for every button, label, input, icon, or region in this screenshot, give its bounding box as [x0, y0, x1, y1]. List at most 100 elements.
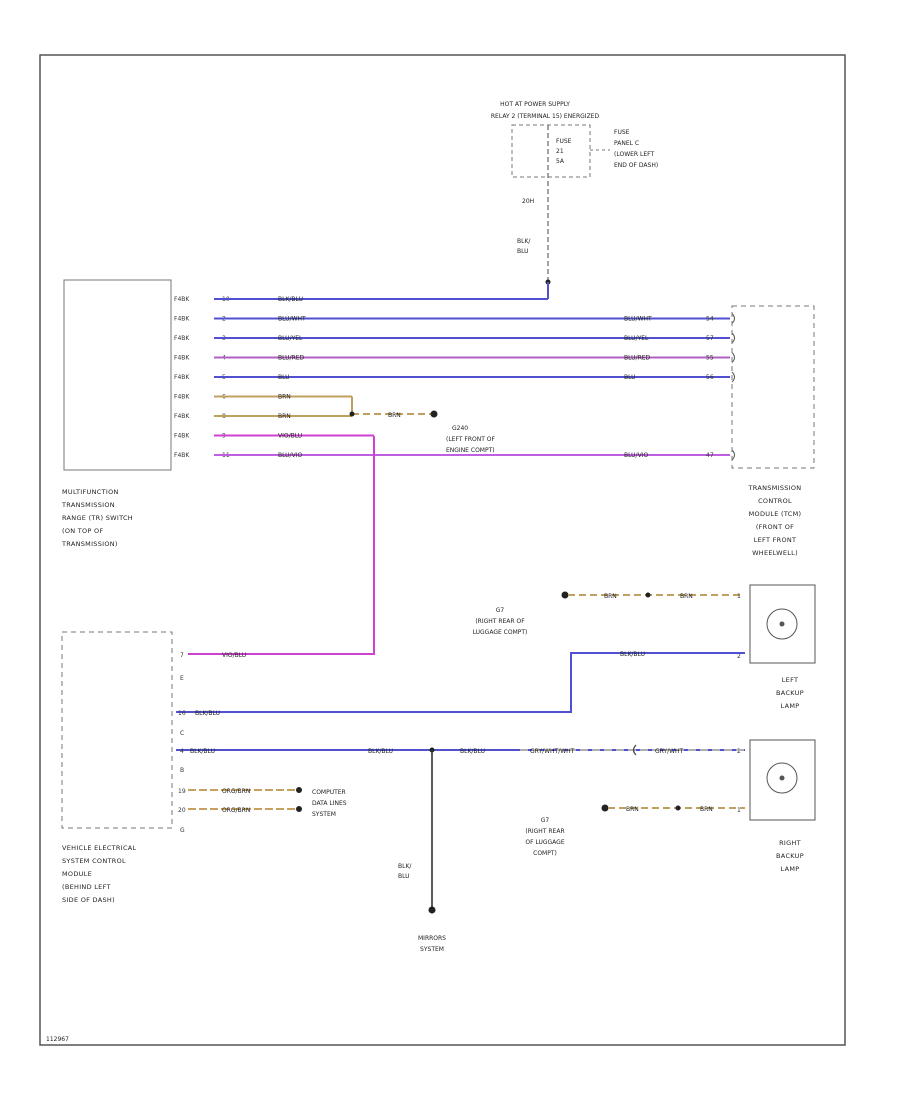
inline-connector-icon: [632, 744, 637, 756]
data-line-2-label: ORG/BRN: [222, 807, 250, 814]
right-backup-pin-top: 2: [737, 748, 741, 755]
mfs-connector-label: F4BK: [174, 394, 190, 401]
right-backup-name-line3: LAMP: [781, 865, 800, 873]
left-backup-feed-wire: [176, 652, 745, 713]
tcm-wire-label: BLU/RED: [624, 355, 651, 362]
mirrors-wire-line2: BLU: [398, 873, 410, 880]
data-line-1-arrow-icon: [296, 787, 302, 793]
mfs-name-line1: MULTIFUNCTION: [62, 488, 119, 496]
fuse-panel-line1: FUSE: [614, 129, 630, 136]
diagram-frame: [39, 54, 846, 1046]
mfs-wire-label: BRN: [278, 394, 291, 401]
fuse-label-line3: 5A: [556, 158, 565, 165]
tcm-pin-label: 55: [706, 355, 714, 362]
fuse-panel-box: [511, 124, 591, 178]
mfs-wire-group: F4BK10BLK/BLUF4BK2BLU/WHTBLU/WHT54F4BK3B…: [174, 282, 735, 461]
tcm-connector-icon: [731, 371, 735, 383]
mirrors-wire-line1: BLK/: [398, 863, 412, 870]
right-backup-lamp-filament-icon: [779, 775, 785, 781]
vesc-pin-4: 4: [180, 748, 184, 755]
tcm-wire-label: BLU/VIO: [624, 452, 648, 459]
power-title-line2: RELAY 2 (TERMINAL 15) ENERGIZED: [491, 113, 600, 120]
right-backup-name-line2: BACKUP: [776, 852, 804, 860]
mirrors-line2: SYSTEM: [420, 946, 444, 953]
vesc-pin-7: 7: [180, 652, 184, 659]
tcm-pin-label: 56: [706, 374, 714, 381]
mfs-wire-label: BLU/YEL: [278, 335, 303, 342]
right-backup-pin-bot: 1: [737, 807, 741, 814]
fuse-panel-line3: (LOWER LEFT: [614, 151, 654, 158]
g7-bot-wire1-label: BRN: [626, 806, 639, 813]
g7-top-name: G7: [496, 607, 505, 614]
vesc-pin-16: 16: [178, 710, 186, 717]
splice-wire-b-label: BLK/BLU: [460, 748, 485, 755]
diagram-id: 112967: [46, 1036, 69, 1043]
g7-top-wire2-label: BRN: [680, 593, 693, 600]
fuse-label-line2: 21: [556, 148, 564, 155]
g240-ground-symbol: [430, 410, 438, 418]
data-line-2-arrow-icon: [296, 806, 302, 812]
left-backup-pin-top: 1: [737, 593, 741, 600]
mirrors-line1: MIRRORS: [418, 935, 446, 942]
vesc-name-line1: VEHICLE ELECTRICAL: [62, 844, 137, 852]
g7-top-splice-dot: [645, 592, 651, 598]
vesc-name-line4: (BEHIND LEFT: [62, 883, 111, 891]
power-wire-line2: BLU: [517, 248, 529, 255]
g7-bot-loc-line3: COMPT): [533, 850, 557, 857]
g240-wire-label: BRN: [388, 412, 401, 419]
vesc-7-wire-label: VIO/BLU: [222, 652, 246, 659]
vesc-box: [61, 631, 173, 829]
tcm-name-line2: CONTROL: [758, 497, 792, 505]
fuse-panel-line4: END OF DASH): [614, 162, 658, 169]
computer-data-line3: SYSTEM: [312, 811, 336, 818]
right-backup-wire-right-label: GRY/WHT: [655, 748, 684, 755]
power-wire-line1: BLK/: [517, 238, 531, 245]
left-backup-pin-bot: 2: [737, 653, 741, 660]
vesc-pin-G: G: [180, 827, 185, 834]
mfs-name-line5: TRANSMISSION): [61, 540, 118, 548]
mfs-wire-label: BLU/WHT: [278, 316, 306, 323]
tcm-box: [731, 305, 815, 469]
tcm-name-line1: TRANSMISSION: [748, 484, 802, 492]
g7-bot-loc-line2: OF LUGGAGE: [525, 839, 564, 846]
mfs-connector-label: F4BK: [174, 433, 190, 440]
tcm-wire-label: BLU: [624, 374, 636, 381]
mfs-wire-label: BLU/VIO: [278, 452, 302, 459]
mfs-name-line2: TRANSMISSION: [61, 501, 115, 509]
mfs-box: [63, 279, 172, 471]
splice-wire-a-label: BLK/BLU: [368, 748, 393, 755]
left-backup-name-line2: BACKUP: [776, 689, 804, 697]
tcm-name-line5: LEFT FRONT: [754, 536, 797, 544]
tcm-connector-icon: [731, 352, 735, 363]
g7-top-ground-symbol: [561, 591, 569, 599]
fuse-panel-line2: PANEL C: [614, 140, 639, 147]
data-line-1-label: ORG/BRN: [222, 788, 250, 795]
vesc-name-line2: SYSTEM CONTROL: [62, 857, 126, 865]
right-backup-name-line1: RIGHT: [779, 839, 801, 847]
tcm-name-line3: MODULE (TCM): [749, 510, 802, 518]
mfs-connector-label: F4BK: [174, 296, 190, 303]
power-circuit-label: 20H: [522, 198, 534, 205]
g7-bot-ground-symbol: [601, 804, 609, 812]
left-backup-name-line1: LEFT: [782, 676, 799, 684]
splice-wire-c-label: GRY/WHT/WHT: [530, 748, 575, 755]
g240-loc-line2: ENGINE COMPT): [446, 447, 495, 454]
g7-top-loc-line1: (RIGHT REAR OF: [475, 618, 525, 625]
vesc-pin-C: C: [180, 730, 184, 737]
tcm-wire-label: BLU/YEL: [624, 335, 649, 342]
vesc-pin-19: 19: [178, 788, 186, 795]
vesc-7-wire: [188, 436, 375, 655]
mfs-connector-label: F4BK: [174, 355, 190, 362]
computer-data-line2: DATA LINES: [312, 800, 347, 807]
mfs-connector-label: F4BK: [174, 413, 190, 420]
mfs-name-line4: (ON TOP OF: [62, 527, 104, 535]
mirrors-arrow-icon: [428, 906, 436, 914]
vesc-pin-E: E: [180, 675, 184, 682]
tcm-pin-label: 54: [706, 316, 714, 323]
left-backup-name-line3: LAMP: [781, 702, 800, 710]
g240-splice-dot: [349, 411, 355, 417]
mfs-connector-label: F4BK: [174, 335, 190, 342]
vesc-16-wire-label: BLK/BLU: [195, 710, 220, 717]
vesc-name-line5: SIDE OF DASH): [62, 896, 115, 904]
left-backup-lamp-filament-icon: [779, 621, 785, 627]
